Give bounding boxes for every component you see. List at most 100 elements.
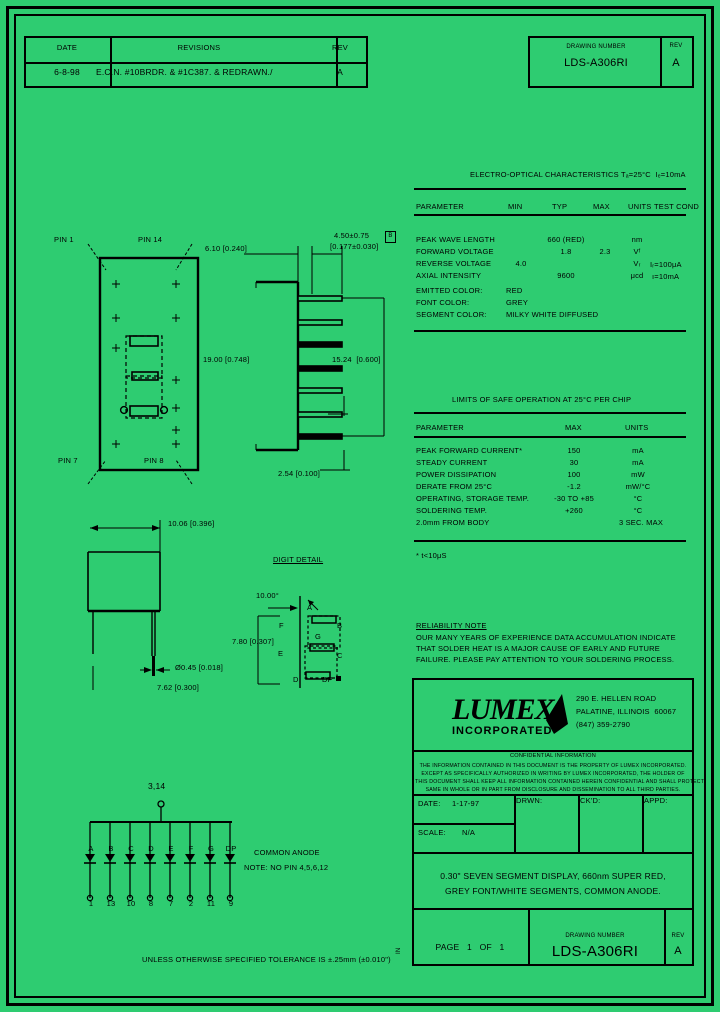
front-view-drawing xyxy=(87,243,200,485)
eo-row0-parameter: PEAK WAVE LENGTH xyxy=(416,235,496,244)
eo-row2-parameter: REVERSE VOLTAGE xyxy=(416,259,492,268)
limits-header-parameter: PARAMETER xyxy=(416,423,464,432)
front-view-pin1-label: PIN 1 xyxy=(54,235,74,244)
bottom-left-profile-drawing xyxy=(87,520,170,690)
eo-row3-test: ı=10mA xyxy=(652,272,680,281)
eo-header-min: MIN xyxy=(508,202,523,211)
eo-header-max: MAX xyxy=(593,202,610,211)
reliability-note-title: RELIABILITY NOTE xyxy=(416,621,487,630)
field-scale-value: N/A xyxy=(462,828,476,837)
drawing-number-label-bottom: DRAWING NUMBER xyxy=(565,933,625,939)
schematic-seg-label-d: D xyxy=(148,844,154,853)
drawing-number-label-top: DRAWING NUMBER xyxy=(566,44,626,50)
side-view-dim-4-50-inch: [0.177±0.030] xyxy=(330,242,379,251)
revision-table xyxy=(24,36,368,88)
schematic-seg-label-g: G xyxy=(207,844,215,853)
schematic-seg-label-b: B xyxy=(108,844,114,853)
company-address-line-0: 290 E. HELLEN ROAD xyxy=(576,694,657,703)
page-indicator: PAGE 1 OF 1 xyxy=(435,942,505,952)
schematic-diagram xyxy=(84,800,236,902)
revision-row-text: E.C.N. #10BRDR. & #1C387. & REDRAWN./ xyxy=(96,67,273,77)
eo-header-typ: TYP xyxy=(552,202,568,211)
profile-dim-dia: Ø0.45 [0.018] xyxy=(175,663,224,672)
limits-row2-units: mW xyxy=(631,470,645,479)
schematic-pin-8: 9 xyxy=(228,899,234,908)
front-view-pin8-label: PIN 8 xyxy=(144,456,164,465)
drawing-number-block-top xyxy=(528,36,694,88)
side-view-drawing xyxy=(244,246,385,471)
revision-header-date: DATE xyxy=(56,43,78,52)
limits-header-units: UNITS xyxy=(625,423,649,432)
eo-row1-parameter: FORWARD VOLTAGE xyxy=(416,247,494,256)
revision-row-rev: A xyxy=(337,67,343,77)
field-date-value: 1-17-97 xyxy=(452,799,480,808)
eo-header-test: TEST COND xyxy=(654,202,699,211)
limits-row3-units: mW/°C xyxy=(625,482,651,491)
schematic-pin-7: 11 xyxy=(206,899,216,908)
field-date-label: DATE: xyxy=(418,799,441,808)
schematic-pin-1: 1 xyxy=(88,899,94,908)
eo-note0-value: RED xyxy=(506,286,523,295)
field-drawn-label: DRWN: xyxy=(516,796,543,805)
company-phone: (847) 359-2790 xyxy=(576,720,631,729)
confidential-line-3: SAME IN WHOLE OR IN PART FROM DISCLOSURE… xyxy=(425,787,681,793)
digit-detail-title: DIGIT DETAIL xyxy=(273,555,324,564)
segment-label-d: D xyxy=(293,675,299,684)
limits-row3-parameter: DERATE FROM 25°C xyxy=(416,482,493,491)
limits-row0-units: mA xyxy=(632,446,644,455)
reliability-note-line-1: THAT SOLDER HEAT IS A MAJOR CAUSE OF EAR… xyxy=(416,644,660,653)
reliability-note-line-0: OUR MANY YEARS OF EXPERIENCE DATA ACCUMU… xyxy=(416,633,676,642)
segment-label-a: A xyxy=(307,603,313,612)
front-view-pin7-label: PIN 7 xyxy=(58,456,78,465)
limits-table-title: LIMITS OF SAFE OPERATION AT 25°C PER CHI… xyxy=(452,395,632,404)
rev-value-top: A xyxy=(672,57,680,69)
schematic-pin-4: 8 xyxy=(148,899,154,908)
segment-label-dp: DP xyxy=(322,675,333,684)
logo-accent-icon xyxy=(546,694,568,734)
side-view-dim-15-24: 15.24 [0.600] xyxy=(332,355,381,364)
flag-symbol-box xyxy=(385,231,396,243)
side-view-dim-2-54: 2.54 [0.100] xyxy=(278,469,321,478)
schematic-seg-label-f: F xyxy=(188,844,194,853)
inner-border xyxy=(14,14,706,998)
limits-row5-units: °C xyxy=(633,506,643,515)
side-view-dim-4-50: 4.50±0.75 xyxy=(334,231,370,240)
digit-detail-drawing xyxy=(257,596,341,688)
schematic-seg-label-a: A xyxy=(88,844,94,853)
digit-detail-angle: 10.00° xyxy=(256,591,279,600)
limits-row1-max: 30 xyxy=(569,458,579,467)
eo-row1-units: Vᶠ xyxy=(633,247,641,256)
schematic-seg-label-e: E xyxy=(168,844,174,853)
confidential-line-1: EXCEPT AS SPECIFICALLY AUTHORIZED IN WRI… xyxy=(421,771,685,777)
limits-row1-units: mA xyxy=(632,458,644,467)
eo-table-title: ELECTRO-OPTICAL CHARACTERISTICS Tₐ=25°C … xyxy=(470,170,686,179)
limits-row0-max: 150 xyxy=(567,446,581,455)
revision-header-rev: REV xyxy=(331,43,349,52)
eo-header-parameter: PARAMETER xyxy=(416,202,464,211)
field-approved-label: APPD: xyxy=(644,796,668,805)
rev-label-top: REV xyxy=(669,43,683,49)
confidential-line-2: THIS DOCUMENT SHALL KEEP ALL INFORMATION… xyxy=(415,779,705,785)
limits-row2-parameter: POWER DISSIPATION xyxy=(416,470,497,479)
eo-note1-value: GREY xyxy=(506,298,529,307)
profile-dim-7-62: 7.62 [0.300] xyxy=(157,683,200,692)
eo-row1-max: 2.3 xyxy=(599,247,611,256)
segment-label-g: G xyxy=(315,632,322,641)
schematic-note: NOTE: NO PIN 4,5,6,12 xyxy=(244,863,329,872)
limits-row6-parameter: 2.0mm FROM BODY xyxy=(416,518,490,527)
front-view-pin14-label: PIN 14 xyxy=(138,235,163,244)
lumex-logo: LUMEX xyxy=(452,693,555,726)
limits-row3-max: -1.2 xyxy=(567,482,581,491)
limits-row4-parameter: OPERATING, STORAGE TEMP. xyxy=(416,494,530,503)
eo-row2-test: Iᵣ=100μA xyxy=(650,260,682,269)
eo-row3-typ: 9600 xyxy=(557,271,575,280)
segment-label-f: F xyxy=(279,621,284,630)
field-checked-label: CK'D: xyxy=(580,796,601,805)
schematic-pin-6: 2 xyxy=(188,899,194,908)
schematic-seg-label-c: C xyxy=(128,844,134,853)
limits-row0-parameter: PEAK FORWARD CURRENT* xyxy=(416,446,523,455)
eo-header-units: UNITS xyxy=(628,202,652,211)
product-description-line-0: 0.30" SEVEN SEGMENT DISPLAY, 660nm SUPER… xyxy=(440,871,666,881)
confidential-line-0: THE INFORMATION CONTAINED IN THIS DOCUME… xyxy=(419,763,687,769)
limits-row1-parameter: STEADY CURRENT xyxy=(416,458,488,467)
